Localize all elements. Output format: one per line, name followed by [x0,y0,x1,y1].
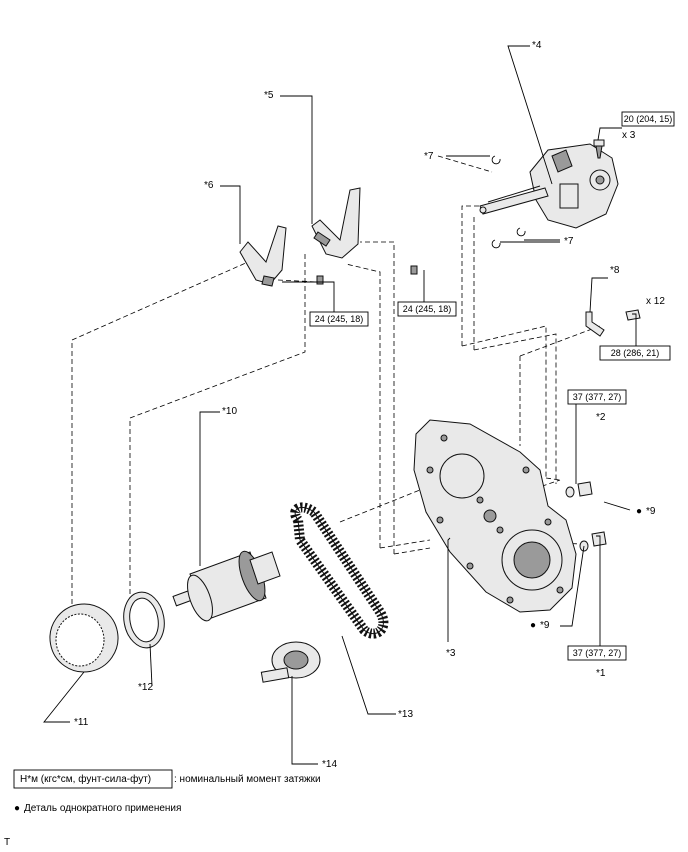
callout-12: *12 [138,682,153,693]
fork-bolts [316,265,418,285]
part-5-shift-fork [311,187,361,259]
torque-label: 37 (377, 27) [573,648,622,658]
single-use-bullet-icon: ● [636,506,642,517]
part-13-drive-chain [290,502,389,639]
callout-7b: *7 [564,236,574,247]
callout-1: *1 [596,668,606,679]
torque-label: 20 (204, 15) [624,114,673,124]
callout-9a: *9 [646,506,656,517]
torque-spec-boxes: 20 (204, 15) 24 (245, 18) 24 (245, 18) 2… [309,111,675,661]
part-2-plug [565,481,593,498]
callout-3: *3 [446,648,456,659]
part-12-synchro-ring [123,591,165,649]
callout-10: *10 [222,406,237,417]
torque-label: 28 (286, 21) [611,348,660,358]
snap-ring-icon [516,227,526,237]
snap-ring-icon [491,155,501,165]
callout-2: *2 [596,412,606,423]
part-11-hub-sleeve [49,603,119,673]
callout-14: *14 [322,759,337,770]
part-8-bracket [585,309,641,337]
legend-single-use: Деталь однократного применения [24,803,181,814]
part-4-shift-assembly [479,139,619,229]
callout-7a: *7 [424,151,434,162]
single-use-bullet-icon: ● [530,620,536,631]
legend-torque-units: Н*м (кгс*см, фунт-сила-фут) [20,773,151,785]
snap-ring-icon [491,239,501,249]
quantity-label: x 12 [646,296,665,307]
callout-13: *13 [398,709,413,720]
leader-lines [43,45,637,765]
callout-5: *5 [264,90,274,101]
part-1-plug [579,531,607,552]
torque-label: 24 (245, 18) [403,304,452,314]
corner-mark: T [4,837,10,848]
part-6-shift-fork [239,225,287,287]
legend-bullet-icon: ● [14,803,20,814]
legend: Н*м (кгс*см, фунт-сила-фут) : номинальны… [13,769,321,814]
torque-label: 24 (245, 18) [315,314,364,324]
quantity-label: x 3 [622,130,636,141]
callout-4: *4 [532,40,542,51]
callout-9b: *9 [540,620,550,631]
torque-label: 37 (377, 27) [573,392,622,402]
callout-6: *6 [204,180,214,191]
callout-11: *11 [74,717,89,728]
part-10-shaft-gear [172,550,281,622]
part-3-case-cover [413,419,577,613]
callout-labels: *4 *5 *6 *7 *7 *8 *2 *10 *9 *9 *3 *1 *12… [74,40,656,770]
callout-8: *8 [610,265,620,276]
legend-torque-desc: : номинальный момент затяжки [174,774,321,785]
part-14-driven-sprocket [260,641,321,683]
